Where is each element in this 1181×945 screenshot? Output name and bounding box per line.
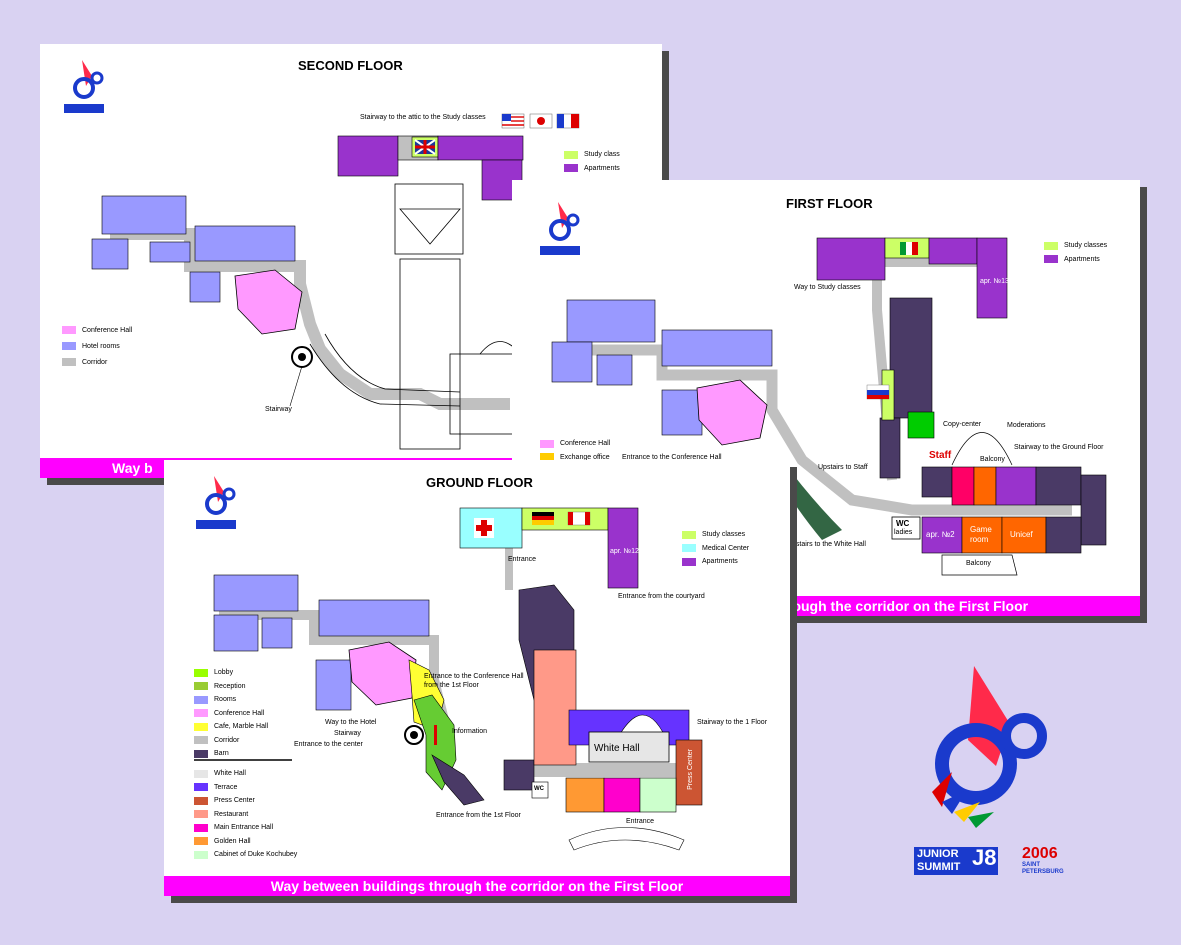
ground-floor-title: GROUND FLOOR: [426, 475, 533, 490]
logo-city1: SAINT: [1022, 862, 1040, 868]
ground-legend-top: Study classes Medical Center Apartments: [682, 528, 749, 569]
first-stair-ground-label: Stairway to the Ground Floor: [1014, 444, 1104, 451]
legend-item: Conference Hall: [540, 437, 610, 451]
legend-item: Golden Hall: [194, 835, 297, 849]
ground-floor-plan: [194, 507, 703, 851]
logo-mark: J8: [972, 845, 997, 870]
ground-courtyard-label: Entrance from the courtyard: [618, 593, 705, 600]
logo-year: 2006: [1022, 845, 1058, 862]
ground-information-label: Information: [452, 728, 488, 735]
first-apr13-label: apr. №13: [980, 278, 1009, 285]
first-staff-label: Staff: [929, 450, 952, 461]
second-attic-label: Stairway to the attic to the Study class…: [360, 114, 486, 121]
ground-stairway-label: Stairway: [334, 730, 361, 737]
ground-legend-a: Lobby Reception Rooms Conference Hall Ca…: [194, 666, 268, 761]
junior-summit-logo-icon: [540, 202, 580, 255]
ground-entrance-center-label: Entrance to the center: [294, 741, 363, 748]
first-game-label: Game: [970, 525, 992, 534]
legend-item: Study classes: [682, 528, 749, 542]
logo-wordmark: JUNIOR SUMMIT: [914, 847, 998, 875]
second-conference-hall: [234, 269, 303, 335]
legend-item: Cabinet of Duke Kochubey: [194, 848, 297, 862]
second-legend-left: Conference Hall Hotel rooms Corridor: [62, 322, 132, 370]
legend-item: Cafe, Marble Hall: [194, 720, 268, 734]
legend-item: Terrace: [194, 781, 297, 795]
legend-item: Apartments: [682, 555, 749, 569]
first-unicef-label: Unicef: [1010, 530, 1033, 539]
first-balcony-bottom-label: Balcony: [966, 560, 991, 567]
legend-item: Rooms: [194, 693, 268, 707]
first-downstairs-label: Downstairs to the White Hall: [778, 541, 866, 548]
second-floor-plan: [91, 113, 580, 450]
ground-white-hall-label: White Hall: [594, 743, 640, 754]
second-floor-title: SECOND FLOOR: [298, 58, 403, 73]
legend-item: Barn: [194, 747, 268, 761]
legend-item: White Hall: [194, 767, 297, 781]
logo-line2: SUMMIT: [917, 861, 961, 873]
second-legend-top: Study class Apartments: [564, 148, 620, 175]
legend-item: Corridor: [194, 734, 268, 748]
first-study-way-label: Way to Study classes: [794, 284, 861, 291]
legend-item: Press Center: [194, 794, 297, 808]
ground-entrance-conf-1: Entrance to the Conference Hall: [424, 673, 524, 680]
first-upstairs-label: Upstairs to Staff: [818, 464, 868, 471]
first-entrance-conf-label: Entrance to the Conference Hall: [622, 454, 722, 461]
ground-press-center-label: Press Center: [686, 749, 694, 790]
first-legend-top: Study classes Apartments: [1044, 239, 1107, 266]
legend-item: Apartments: [1044, 253, 1107, 267]
logo-line1: JUNIOR: [917, 848, 959, 860]
ground-way-hotel-label: Way to the Hotel: [325, 719, 377, 726]
logo-city2: PETERSBURG: [1022, 869, 1064, 875]
first-copy-center-label: Copy-center: [943, 421, 982, 428]
ground-wc-label: WC: [534, 786, 544, 792]
legend-item: Main Entrance Hall: [194, 821, 297, 835]
junior-summit-big-logo: JUNIOR SUMMIT J8 2006 SAINT PETERSBURG: [912, 662, 1072, 882]
ground-floor-banner: Way between buildings through the corrid…: [164, 876, 790, 896]
legend-item: Study classes: [1044, 239, 1107, 253]
ground-entrance-bottom-label: Entrance: [626, 818, 655, 825]
bird-logo-icon: [932, 666, 1047, 828]
ground-entrance-label: Entrance: [508, 556, 537, 563]
legend-item: Exchange office: [540, 451, 610, 465]
legend-item: Corridor: [62, 354, 132, 370]
legend-item: Conference Hall: [194, 707, 268, 721]
ground-entrance-conf-2: from the 1st Floor: [424, 682, 479, 689]
first-wc-label: WC: [896, 519, 910, 528]
ground-entrance-1st-label: Entrance from the 1st Floor: [436, 812, 521, 819]
first-moderations-label: Moderations: [1007, 422, 1046, 429]
ground-apr12-label: apr. №12: [610, 548, 639, 555]
legend-item: Conference Hall: [62, 322, 132, 338]
first-apr2-label: apr. №2: [926, 530, 955, 539]
second-stairway-label: Stairway: [265, 406, 292, 413]
legend-item: Medical Center: [682, 542, 749, 556]
first-floor-plan: [551, 237, 1107, 576]
first-floor-title: FIRST FLOOR: [786, 196, 873, 211]
ground-floor-sheet: GROUND FLOOR: [164, 460, 790, 896]
ground-legend-b: White Hall Terrace Press Center Restaura…: [194, 767, 297, 862]
legend-item: Reception: [194, 680, 268, 694]
legend-item: Lobby: [194, 666, 268, 680]
first-room-label: room: [970, 535, 989, 544]
first-ladies-label: ladies: [894, 529, 913, 536]
first-balcony-top-label: Balcony: [980, 456, 1005, 463]
legend-item: Study class: [564, 148, 620, 162]
legend-item: Restaurant: [194, 808, 297, 822]
legend-item: Apartments: [564, 162, 620, 176]
junior-summit-logo-icon: [196, 476, 236, 529]
legend-item: Hotel rooms: [62, 338, 132, 354]
junior-summit-logo-icon: [64, 60, 104, 113]
first-legend-left: Conference Hall Exchange office: [540, 437, 610, 464]
ground-stairway-1-label: Stairway to the 1 Floor: [697, 719, 768, 726]
